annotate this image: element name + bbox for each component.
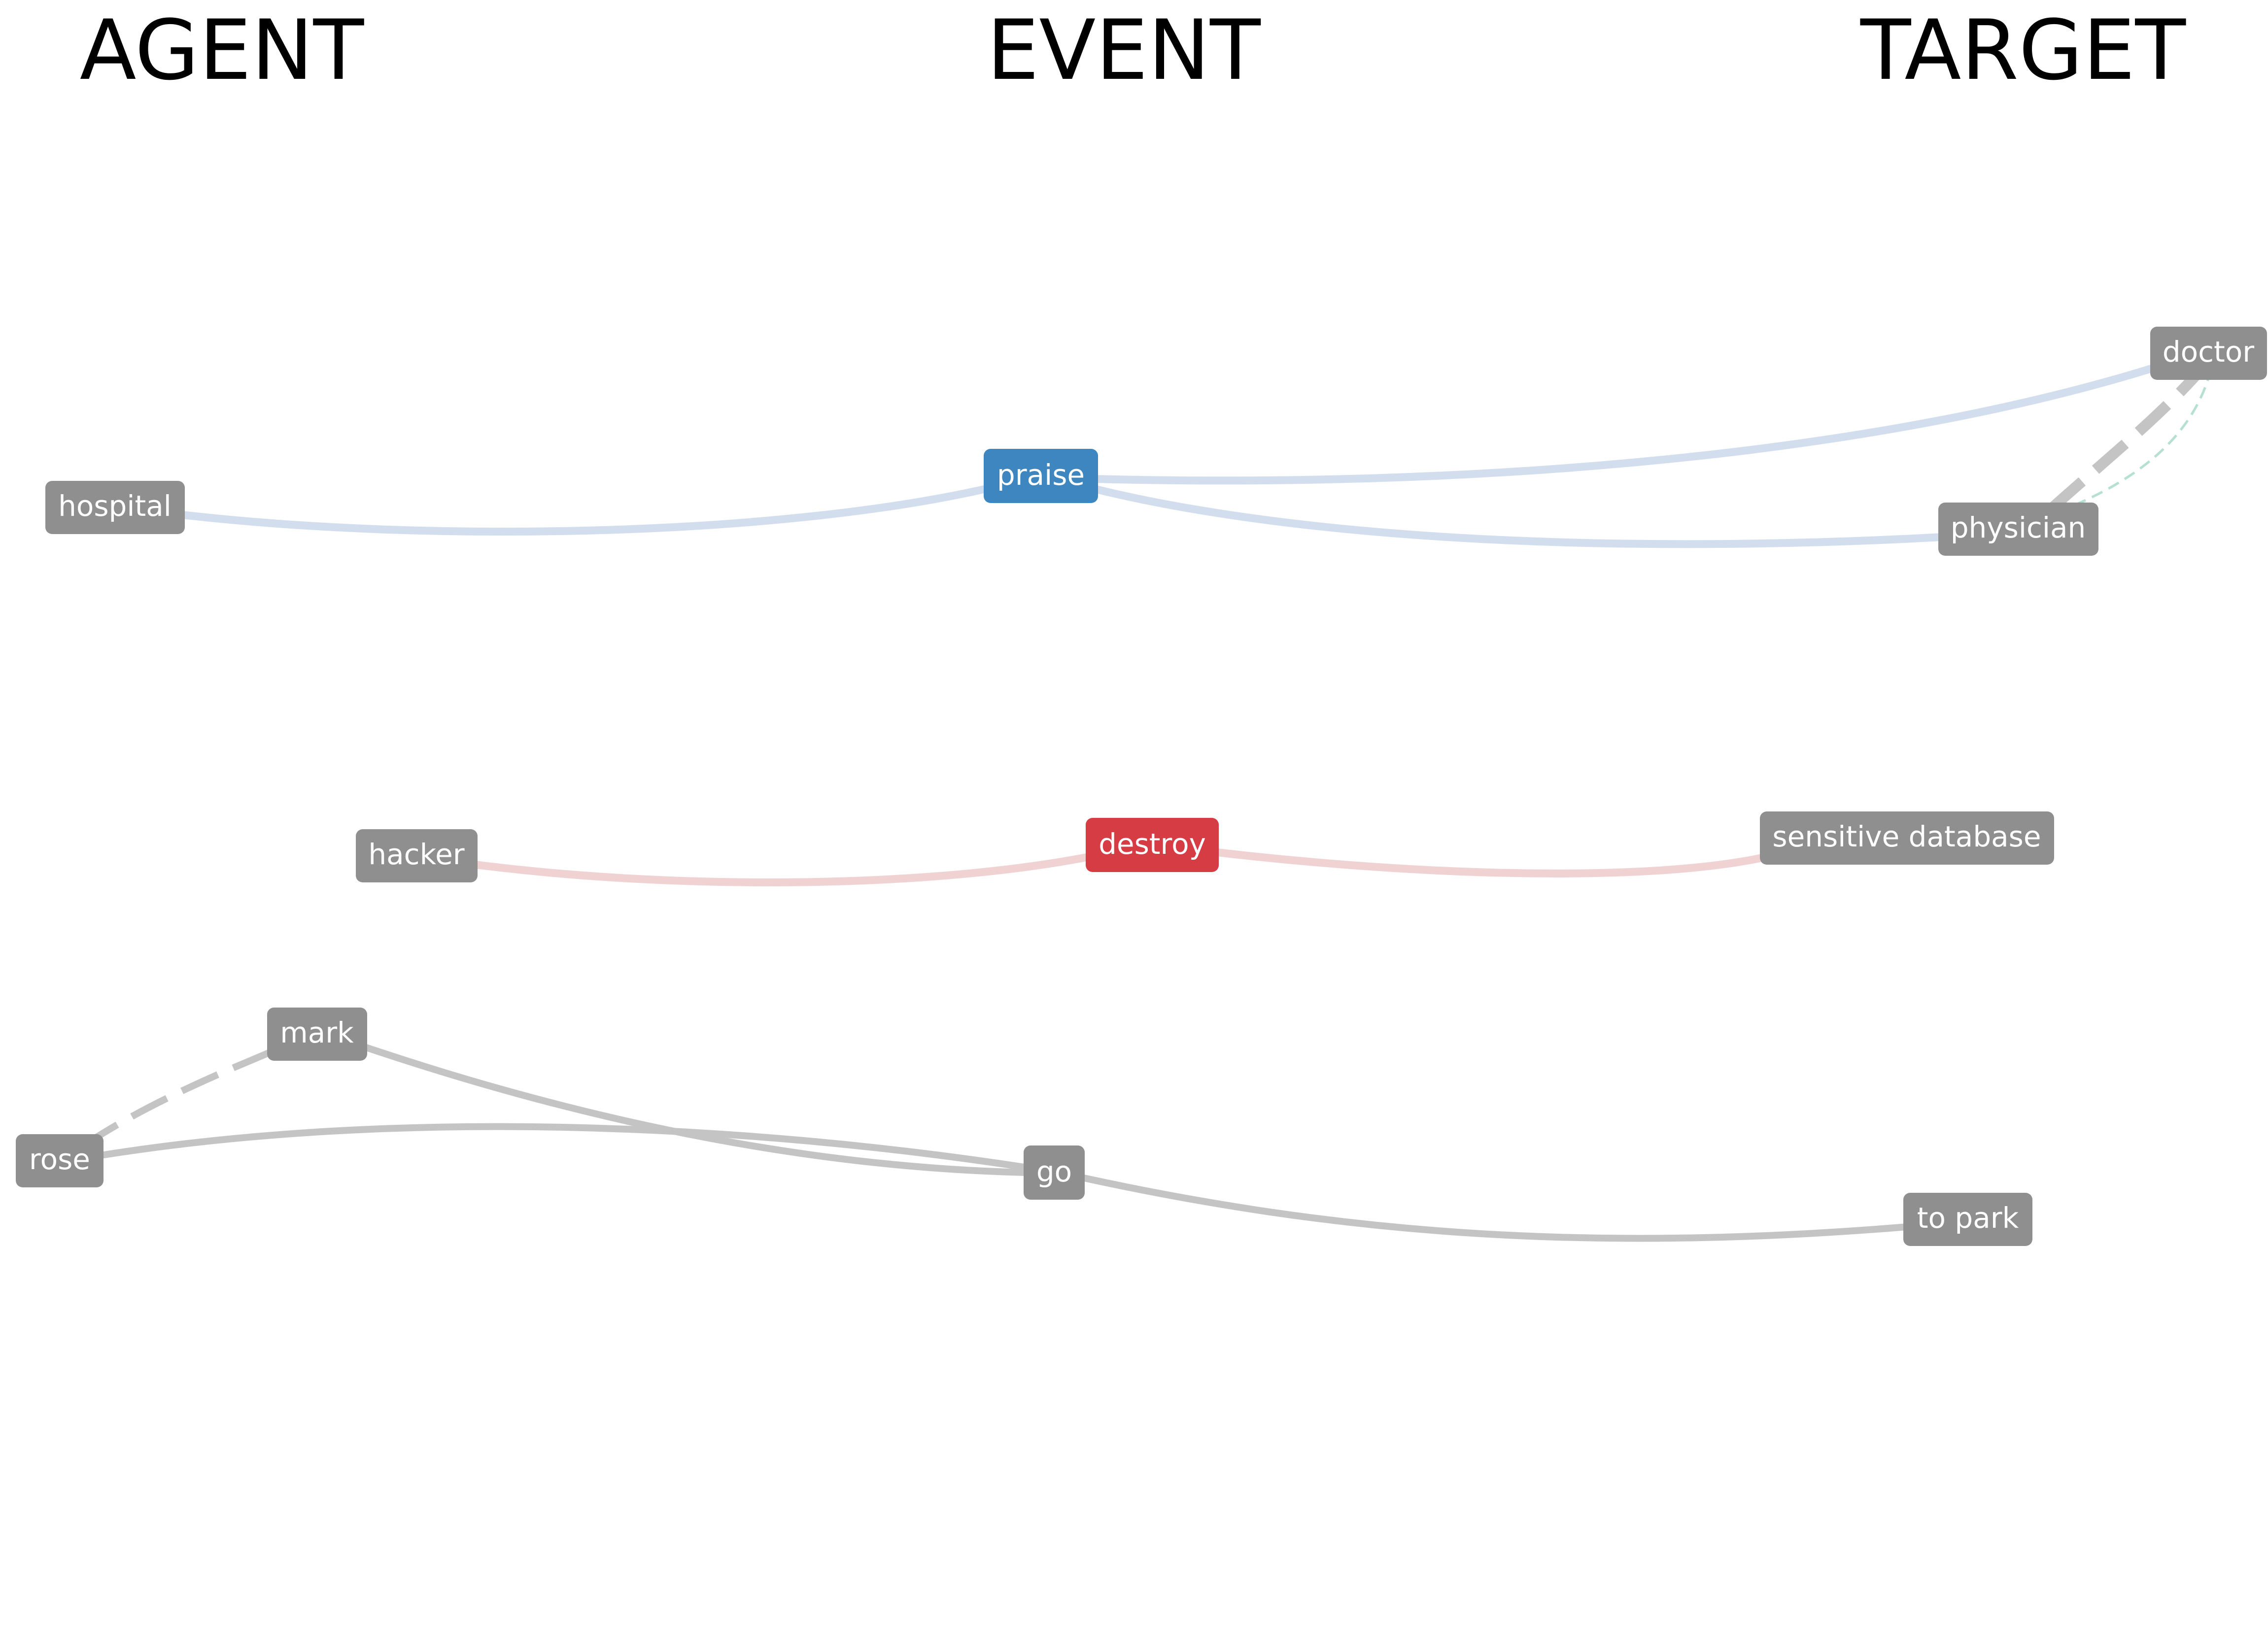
edge-praise-physician — [1093, 485, 1942, 548]
edge-hacker-destroy — [475, 852, 1093, 886]
edge-mark-go — [363, 1044, 1028, 1176]
column-title-event: EVENT — [987, 2, 1261, 99]
node-sensitive-database-label: sensitive database — [1772, 820, 2041, 853]
node-to-park[interactable]: to park — [1903, 1193, 2032, 1246]
column-title-agent: AGENT — [80, 2, 365, 99]
node-go-label: go — [1036, 1155, 1072, 1188]
node-destroy[interactable]: destroy — [1086, 818, 1219, 872]
edges — [82, 361, 2214, 1242]
node-hospital[interactable]: hospital — [45, 481, 185, 534]
node-mark-label: mark — [280, 1016, 354, 1049]
edge-go-to-park — [1081, 1174, 1908, 1242]
edge-rose-go — [100, 1123, 1029, 1171]
node-praise-label: praise — [997, 458, 1085, 492]
edge-mark-rose-dashed — [82, 1048, 273, 1148]
edge-physician-doctor-dashed — [2049, 361, 2210, 512]
node-hospital-label: hospital — [58, 489, 172, 523]
node-hacker-label: hacker — [368, 838, 464, 871]
node-doctor[interactable]: doctor — [2150, 327, 2267, 380]
node-praise[interactable]: praise — [984, 449, 1098, 503]
edge-physician-doctor-thin — [2074, 362, 2214, 506]
node-go[interactable]: go — [1024, 1145, 1085, 1200]
node-physician-label: physician — [1951, 511, 2086, 544]
node-rose-label: rose — [29, 1143, 90, 1176]
edge-hospital-praise — [182, 484, 992, 536]
node-sensitive-database[interactable]: sensitive database — [1760, 811, 2054, 865]
column-title-target: TARGET — [1860, 2, 2187, 99]
edge-destroy-sensitive-database — [1217, 848, 1765, 877]
node-mark[interactable]: mark — [267, 1008, 367, 1061]
node-to-park-label: to park — [1917, 1201, 2019, 1235]
node-rose[interactable]: rose — [16, 1134, 103, 1187]
nodes: hospital praise doctor physician hacker … — [16, 327, 2267, 1246]
node-hacker[interactable]: hacker — [356, 829, 478, 882]
node-physician[interactable]: physician — [1938, 503, 2098, 556]
node-destroy-label: destroy — [1099, 827, 1206, 861]
node-doctor-label: doctor — [2163, 335, 2254, 369]
edge-praise-doctor — [1094, 363, 2158, 485]
